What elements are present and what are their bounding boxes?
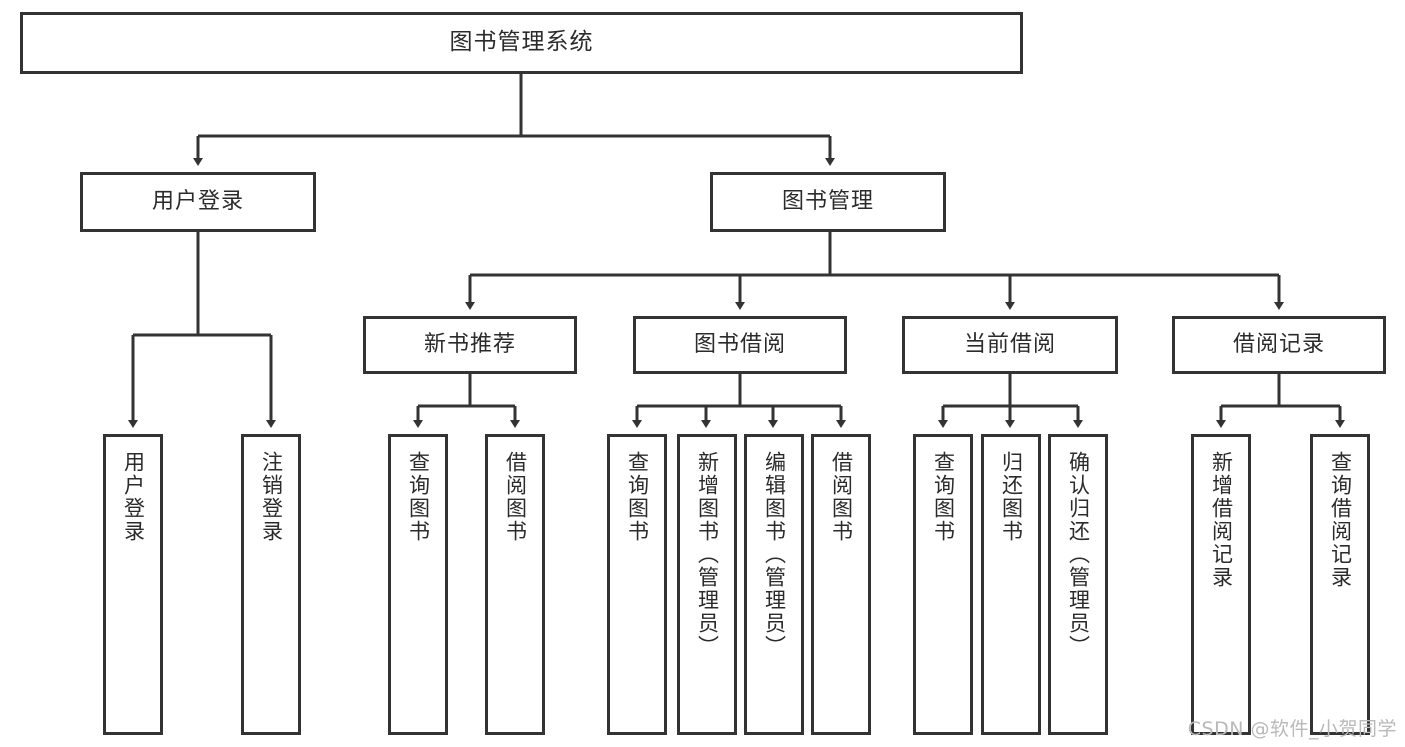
node-root-book-management-system[interactable]: 图书管理系统 (20, 12, 1023, 74)
node-label: 注销登录 (259, 451, 284, 543)
node-label: 查询图书 (625, 451, 650, 543)
node-label: 借阅图书 (503, 451, 528, 543)
node-label: 新书推荐 (423, 331, 516, 357)
node-label: 归还图书 (999, 451, 1024, 543)
node-label: 确认归还（管理员） (1066, 451, 1091, 658)
node-label: 当前借阅 (963, 331, 1056, 357)
leaf-query-books-recommendation[interactable]: 查询图书 (388, 434, 448, 735)
node-label: 图书管理系统 (449, 29, 594, 56)
leaf-edit-book-admin[interactable]: 编辑图书（管理员） (744, 434, 804, 735)
node-borrowing-records[interactable]: 借阅记录 (1172, 316, 1386, 374)
node-label: 编辑图书（管理员） (762, 451, 787, 658)
leaf-return-books[interactable]: 归还图书 (981, 434, 1041, 735)
node-label: 用户登录 (121, 451, 146, 543)
node-label: 新增图书（管理员） (695, 451, 720, 658)
node-book-management[interactable]: 图书管理 (710, 172, 946, 232)
leaf-add-borrowing-record[interactable]: 新增借阅记录 (1191, 434, 1251, 735)
node-label: 借阅图书 (829, 451, 854, 543)
node-label: 查询图书 (931, 451, 956, 543)
leaf-query-books-borrowing[interactable]: 查询图书 (607, 434, 667, 735)
node-current-borrowing[interactable]: 当前借阅 (902, 316, 1118, 374)
leaf-user-login[interactable]: 用户登录 (103, 434, 163, 735)
leaf-confirm-return-admin[interactable]: 确认归还（管理员） (1048, 434, 1108, 735)
node-book-borrowing[interactable]: 图书借阅 (633, 316, 847, 374)
node-user-login[interactable]: 用户登录 (80, 172, 316, 232)
node-label: 图书借阅 (693, 331, 786, 357)
node-label: 新增借阅记录 (1209, 451, 1234, 589)
leaf-borrow-books-recommendation[interactable]: 借阅图书 (485, 434, 545, 735)
leaf-query-books-current[interactable]: 查询图书 (913, 434, 973, 735)
leaf-logout[interactable]: 注销登录 (241, 434, 301, 735)
leaf-borrow-books[interactable]: 借阅图书 (811, 434, 871, 735)
node-label: 查询借阅记录 (1328, 451, 1353, 589)
node-new-book-recommendation[interactable]: 新书推荐 (363, 316, 577, 374)
leaf-add-book-admin[interactable]: 新增图书（管理员） (677, 434, 737, 735)
node-label: 借阅记录 (1232, 331, 1325, 357)
node-label: 查询图书 (406, 451, 431, 543)
csdn-watermark: CSDN @软件_小贺同学 (1187, 718, 1397, 740)
node-label: 用户登录 (151, 188, 244, 214)
node-label: 图书管理 (781, 188, 874, 214)
leaf-query-borrowing-record[interactable]: 查询借阅记录 (1310, 434, 1370, 735)
